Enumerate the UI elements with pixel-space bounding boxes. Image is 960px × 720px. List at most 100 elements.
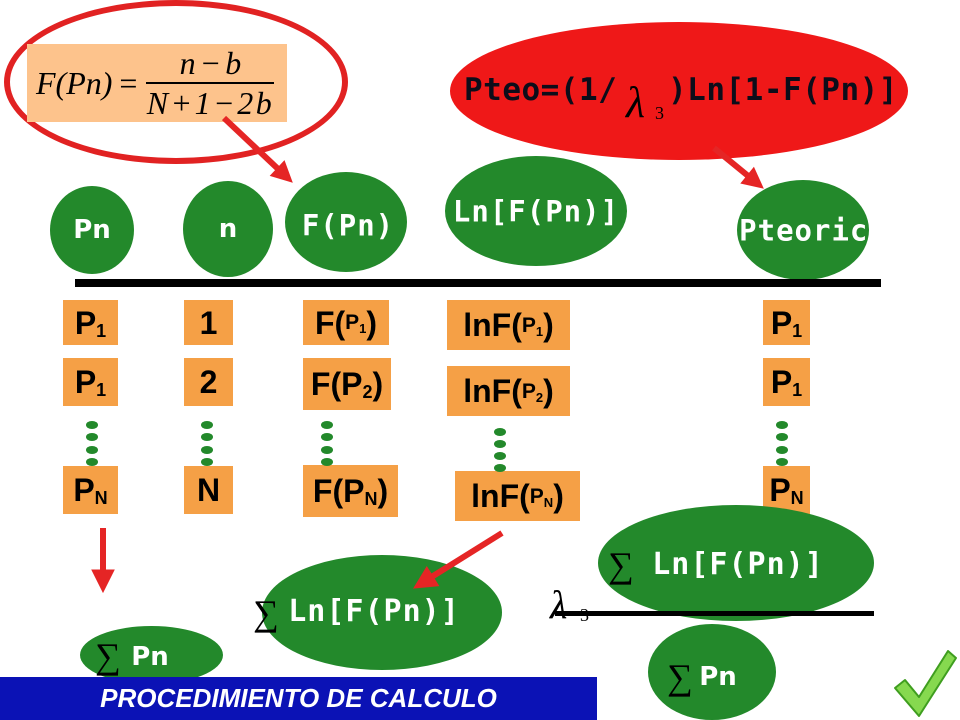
formula-fraction: n−b N+1−2b (146, 45, 275, 121)
header-pn-ellipse (50, 186, 134, 274)
footer-banner: PROCEDIMIENTO DE CALCULO (0, 677, 597, 720)
check-icon (894, 650, 957, 717)
header-pn-label: Pn (73, 215, 111, 245)
cell-main: P (769, 472, 791, 508)
ellipsis-dot-icon (321, 421, 333, 429)
ellipsis-dot-icon (321, 433, 333, 441)
ellipsis-dot-icon (494, 428, 506, 436)
ellipsis-dot-icon (86, 446, 98, 454)
formula-highlight-ring (4, 0, 348, 164)
footer-title: PROCEDIMIENTO DE CALCULO (100, 683, 497, 713)
cell-subscript: N (364, 489, 378, 509)
ellipsis-dot-icon (201, 458, 213, 466)
ellipsis-dot-icon (201, 433, 213, 441)
header-ln-fpn-ellipse (445, 156, 627, 266)
cell-subscript: N (790, 488, 804, 508)
header-pteorico-ellipse (737, 180, 869, 280)
ellipsis-dot-icon (776, 421, 788, 429)
cell-close: ) (543, 373, 554, 409)
cell-close: ) (372, 366, 384, 402)
formula-lhs: F(Pn) (36, 65, 113, 101)
pteo-lambda: λ (626, 78, 646, 127)
cell-subscript: N (94, 488, 108, 508)
sum-ln-middle-sigma: ∑ (253, 593, 279, 633)
cell-open: lnF( (463, 307, 522, 343)
formula-numerator: n−b (179, 45, 246, 81)
pteo-formula-suffix: )Ln[1-F(Pn)] (668, 72, 898, 108)
cell-open: lnF( (471, 478, 530, 514)
ellipsis-dot-icon (86, 421, 98, 429)
sum-ln-middle-label: Ln[F(Pn)] (288, 594, 460, 629)
ratio-denominator-ellipse (648, 624, 776, 720)
sum-pn-left-label: Pn (131, 642, 169, 672)
cell-close: ) (543, 307, 554, 343)
cell-main: P (74, 364, 97, 400)
ellipsis-dot-icon (776, 458, 788, 466)
ellipsis-dot-icon (494, 452, 506, 460)
header-pteorico-label: Pteorico (739, 213, 887, 248)
ellipsis-dot-icon (494, 464, 506, 472)
cell-close: ) (377, 473, 389, 509)
cell-main: P (74, 304, 97, 341)
cell-main: P (341, 366, 363, 402)
cell-open: F( (312, 473, 344, 509)
ellipsis-dot-icon (776, 433, 788, 441)
sum-pn-left-sigma: ∑ (95, 636, 121, 676)
formula-denominator: N+1−2b (146, 85, 275, 121)
formula-equals: = (119, 65, 138, 101)
ellipsis-dot-icon (86, 458, 98, 466)
arrow-icon (91, 528, 115, 594)
sum-pn-left-ellipse (80, 626, 223, 684)
cell-open: F( (314, 304, 346, 341)
cell-subscript: N (543, 494, 554, 510)
cell-subscript: 2 (362, 382, 373, 402)
cell-open: lnF( (463, 373, 522, 409)
cell-subscript: 2 (535, 389, 544, 405)
ratio-numerator-ellipse (598, 505, 874, 621)
cell-main: P (770, 364, 793, 400)
ellipsis-dot-icon (201, 421, 213, 429)
ellipsis-dot-icon (321, 446, 333, 454)
cell-main: P (343, 473, 365, 509)
ratio-denominator-sigma: ∑ (667, 657, 693, 697)
n-cell-row-1: 1 (184, 300, 233, 345)
cell-open: F( (310, 366, 342, 402)
ellipsis-dot-icon (201, 446, 213, 454)
n-cell-row-n: N (184, 466, 233, 514)
header-n-label: n (218, 214, 238, 244)
cell-subscript: 1 (535, 323, 544, 339)
cell-main: P (529, 484, 544, 508)
pteo-formula-ellipse (450, 22, 908, 160)
cell-subscript: 1 (792, 380, 803, 400)
cell-main: P (521, 379, 536, 403)
cell-subscript: 1 (96, 380, 107, 400)
header-fpn-ellipse (285, 172, 407, 272)
formula-fraction-bar (146, 82, 275, 84)
ellipsis-dot-icon (494, 440, 506, 448)
ellipsis-dot-icon (776, 446, 788, 454)
cell-main: P (521, 313, 536, 337)
pteo-formula-prefix: Pteo=(1/ (464, 72, 618, 108)
ratio-lambda: λ (550, 582, 568, 627)
cell-close: ) (553, 478, 564, 514)
cell-main: P (345, 311, 360, 334)
ratio-numerator-sigma: ∑ (608, 545, 634, 585)
header-n-ellipse (183, 181, 273, 277)
header-separator-line (75, 279, 881, 287)
cell-close: ) (366, 304, 378, 341)
pteo-lambda-subscript: 3 (655, 103, 664, 123)
header-ln-fpn-label: Ln[F(Pn)] (452, 194, 620, 229)
cell-main: P (770, 304, 793, 341)
ratio-denominator-label: Pn (699, 662, 737, 692)
n-cell-row-2: 2 (184, 358, 233, 406)
